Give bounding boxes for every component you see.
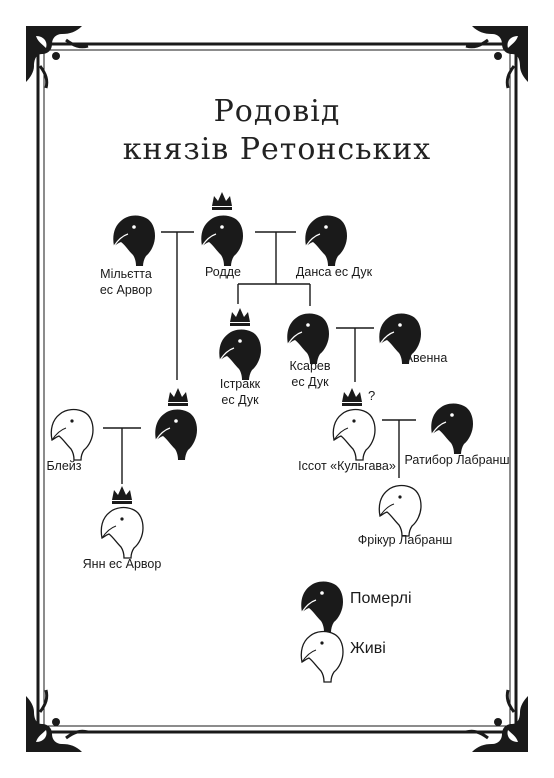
crow-rodde — [200, 214, 244, 267]
crown-icon-yann — [112, 486, 132, 504]
connector-issot-ratybor — [382, 419, 416, 478]
crow-miletta — [112, 214, 156, 267]
connector-children-istrakk-ksarev — [237, 283, 311, 306]
crow-yann — [100, 506, 144, 559]
label-rodde: Родде — [204, 265, 241, 279]
tree-connectors — [103, 231, 416, 484]
legend-label-living: Живі — [350, 640, 386, 657]
legend-crow-living-icon — [300, 630, 344, 683]
crow-frikur — [378, 484, 422, 537]
connector-miletta-rodde — [161, 231, 194, 380]
crow-istrakk — [218, 328, 262, 381]
legend-label-deceased: Померлі — [350, 590, 412, 607]
label-issot: Іссот «Кульгава» — [298, 459, 396, 473]
crown-icon-kavanni — [168, 388, 188, 406]
label-frikur: Фрікур Лабранш — [357, 533, 453, 547]
crow-dansa — [304, 214, 348, 267]
label-dansa: Данса ес Дук — [295, 265, 373, 279]
crown-icon-istrakk — [230, 308, 250, 326]
corner-ornament-top-left — [24, 24, 90, 90]
decorative-frame — [24, 24, 530, 754]
crow-kavanni — [154, 408, 198, 461]
crow-ksarev — [286, 312, 330, 365]
label-bleiz: Блейз — [46, 459, 82, 473]
connector-bleiz-kavanni — [103, 427, 141, 484]
corner-ornament-bottom-left — [24, 688, 90, 754]
question-mark-issot: ? — [368, 388, 376, 403]
label-avenna: Авенна — [404, 351, 448, 365]
crow-issot — [332, 408, 376, 461]
crown-icon-rodde — [212, 192, 232, 210]
corner-ornament-bottom-right — [464, 688, 530, 754]
title-line-1: Родовід — [213, 94, 341, 129]
corner-ornament-top-right — [464, 24, 530, 90]
connector-rodde-dansa — [255, 231, 296, 284]
crown-icon-issot — [342, 388, 362, 406]
title-line-2: князів Ретонських — [122, 132, 432, 167]
label-ratybor: Ратибор Лабранш — [404, 453, 510, 467]
crow-bleiz — [50, 408, 94, 461]
label-yann: Янн ес Арвор — [82, 557, 162, 571]
connector-ksarev-avenna — [336, 327, 374, 382]
crow-ratybor — [430, 402, 474, 455]
legend-crow-deceased-icon — [300, 580, 344, 633]
